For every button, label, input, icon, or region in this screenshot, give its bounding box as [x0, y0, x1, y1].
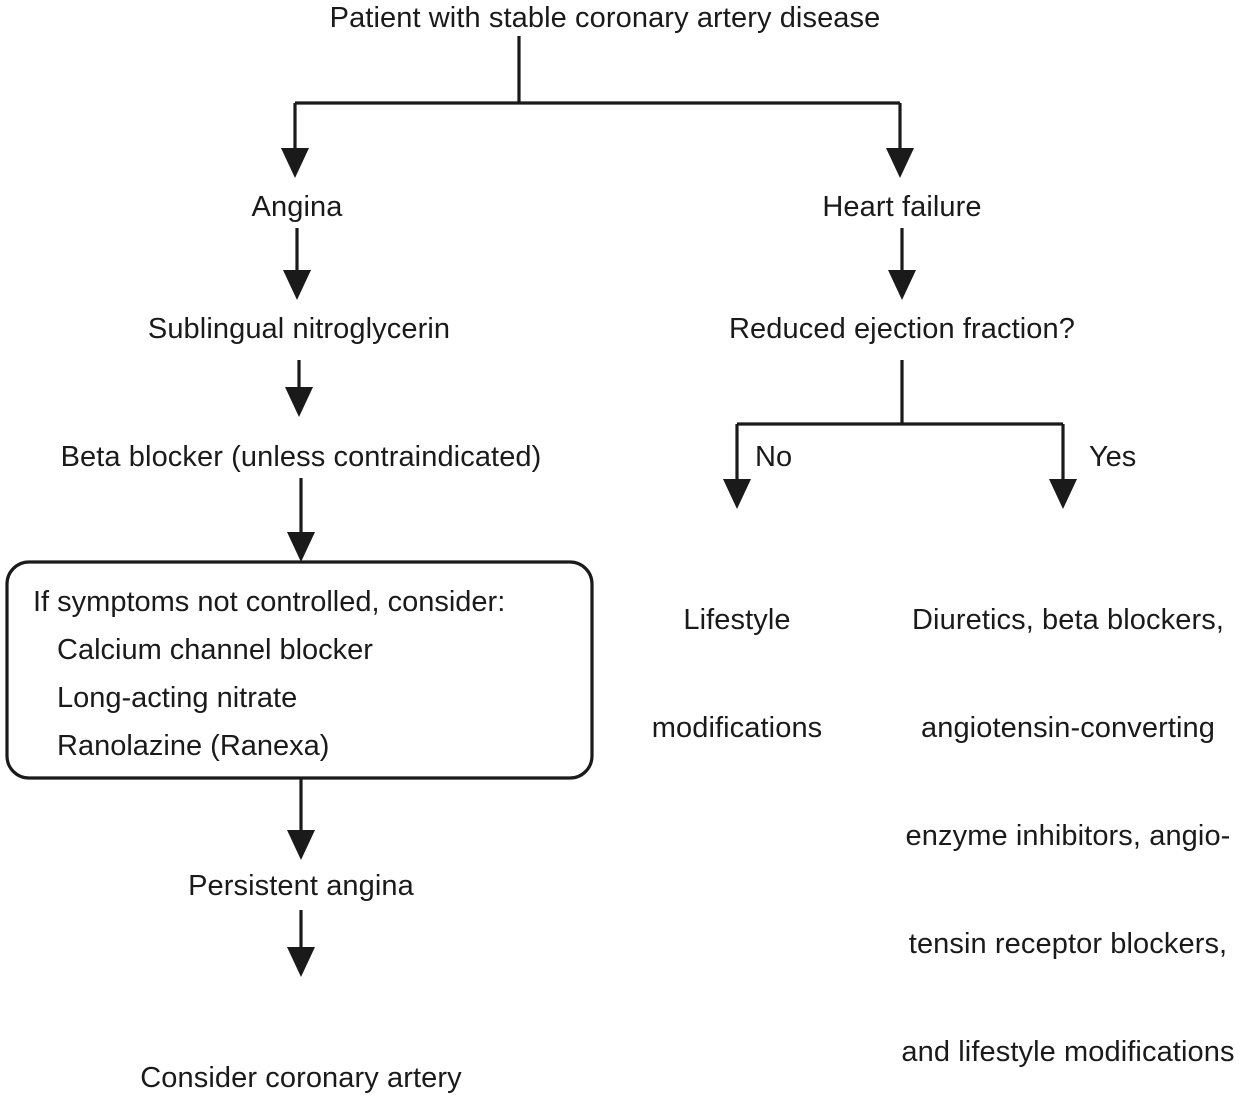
consider-box-item-long-acting-nitrate: Long-acting nitrate [57, 682, 298, 714]
arrowhead-beta-blocker-to-consider-box [287, 532, 315, 562]
node-hfref-line-1: Diuretics, beta blockers, [912, 604, 1224, 636]
node-hfref-line-3: enzyme inhibitors, angio- [905, 820, 1231, 852]
branch-label-no: No [755, 441, 793, 473]
arrowhead-heart-failure-to-reduced-ef [888, 270, 916, 300]
node-revascularization-line-1: Consider coronary artery [140, 1062, 462, 1094]
node-beta-blocker: Beta blocker (unless contraindicated) [60, 441, 542, 473]
branch-label-yes: Yes [1089, 441, 1137, 473]
consider-box-content: If symptoms not controlled, consider: Ca… [33, 578, 573, 770]
node-reduced-ejection-fraction: Reduced ejection fraction? [729, 313, 1075, 345]
node-lifestyle-line-1: Lifestyle [683, 604, 791, 636]
arrowhead-persistent-angina-to-revascularization [287, 947, 315, 977]
node-revascularization: Consider coronary artery bypass grafting… [121, 988, 482, 1106]
node-root: Patient with stable coronary artery dise… [329, 2, 881, 34]
arrowhead-ef-yes-branch [1049, 479, 1077, 509]
node-heart-failure: Heart failure [822, 191, 982, 223]
arrowhead-root-to-angina [281, 148, 309, 178]
node-sublingual-nitroglycerin: Sublingual nitroglycerin [147, 313, 451, 345]
node-angina: Angina [251, 191, 343, 223]
node-hfref-line-4: tensin receptor blockers, [908, 928, 1228, 960]
node-persistent-angina: Persistent angina [188, 870, 414, 902]
node-lifestyle-line-2: modifications [651, 712, 823, 744]
arrowhead-angina-to-nitroglycerin [283, 270, 311, 300]
consider-box-item-calcium-channel-blocker: Calcium channel blocker [57, 634, 373, 666]
arrowhead-consider-box-to-persistent-angina [287, 830, 315, 860]
consider-box-item-ranolazine: Ranolazine (Ranexa) [57, 730, 330, 762]
node-hfref-line-2: angiotensin-converting [921, 712, 1215, 744]
node-hfref-line-5: and lifestyle modifications [901, 1036, 1235, 1068]
node-lifestyle-modifications: Lifestyle modifications [652, 530, 823, 818]
arrowhead-root-to-heart-failure [886, 148, 914, 178]
consider-box-header: If symptoms not controlled, consider: [33, 586, 506, 618]
node-hfref-therapy: Diuretics, beta blockers, angiotensin-co… [901, 530, 1234, 1106]
arrowhead-ef-no-branch [723, 479, 751, 509]
arrowhead-nitroglycerin-to-beta-blocker [285, 387, 313, 417]
